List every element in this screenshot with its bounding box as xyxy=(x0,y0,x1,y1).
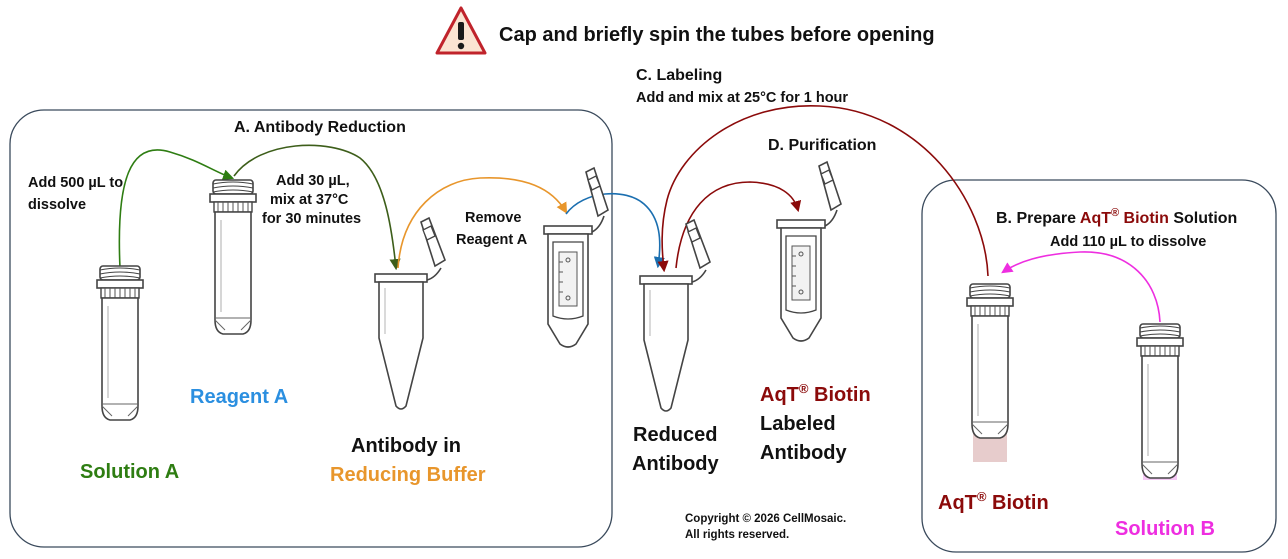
antibody-in-label: Antibody in xyxy=(351,435,461,457)
reduced-label: Reduced xyxy=(633,424,717,446)
aqt-biotin-labeled-label: AqT® Biotin xyxy=(760,381,871,406)
arrow-biotin-to-reduced xyxy=(657,105,989,277)
remove-reagent-instruction: Remove Reagent A xyxy=(456,210,528,248)
labeling-instruction: Add and mix at 25°C for 1 hour xyxy=(636,90,848,106)
purification-title: D. Purification xyxy=(768,137,876,154)
reducing-buffer-label: Reducing Buffer xyxy=(330,464,486,486)
prepare-panel xyxy=(921,179,1277,553)
arrow-reagent-to-antibody xyxy=(233,144,401,271)
labeling-title: C. Labeling xyxy=(636,67,722,84)
reagent-a-vial xyxy=(209,179,257,335)
add-reagent-instruction: Add 30 µL, mix at 37°C for 30 minutes xyxy=(262,173,361,227)
aqt-biotin-vial xyxy=(966,283,1014,462)
reduced-antibody-tube xyxy=(639,219,711,412)
labeled-label: Labeled xyxy=(760,413,836,435)
spin-column-1 xyxy=(543,167,609,348)
reduction-panel xyxy=(9,109,613,548)
reduced-antibody-label: Antibody xyxy=(632,453,720,475)
warning-triangle-icon xyxy=(435,6,487,55)
add-solution-instruction: Add 500 µL to dissolve xyxy=(28,175,127,213)
solution-a-label: Solution A xyxy=(80,461,179,483)
spin-column-2 xyxy=(776,161,842,342)
arrow-solution-b-to-biotin xyxy=(1001,251,1161,323)
copyright-line-2: All rights reserved. xyxy=(685,529,789,541)
reagent-a-label: Reagent A xyxy=(190,386,288,408)
aqt-biotin-label: AqT® Biotin xyxy=(938,489,1049,514)
copyright-line-1: Copyright © 2026 CellMosaic. xyxy=(685,513,846,525)
prepare-instruction: Add 110 µL to dissolve xyxy=(1050,234,1206,250)
arrow-antibody-to-spin xyxy=(397,177,568,269)
prepare-title: B. Prepare AqT® Biotin Solution xyxy=(996,207,1237,227)
arrow-solution-to-reagent xyxy=(118,149,235,269)
warning-text: Cap and briefly spin the tubes before op… xyxy=(499,24,935,46)
labeled-antibody-label: Antibody xyxy=(760,442,848,464)
arrow-spin-to-reduced xyxy=(565,192,665,269)
antibody-tube xyxy=(374,217,446,410)
solution-b-label: Solution B xyxy=(1115,518,1215,540)
reduction-title: A. Antibody Reduction xyxy=(234,119,406,136)
solution-b-vial xyxy=(1136,323,1184,480)
arrow-reduced-to-purification xyxy=(675,181,802,269)
solution-a-vial xyxy=(96,265,144,421)
